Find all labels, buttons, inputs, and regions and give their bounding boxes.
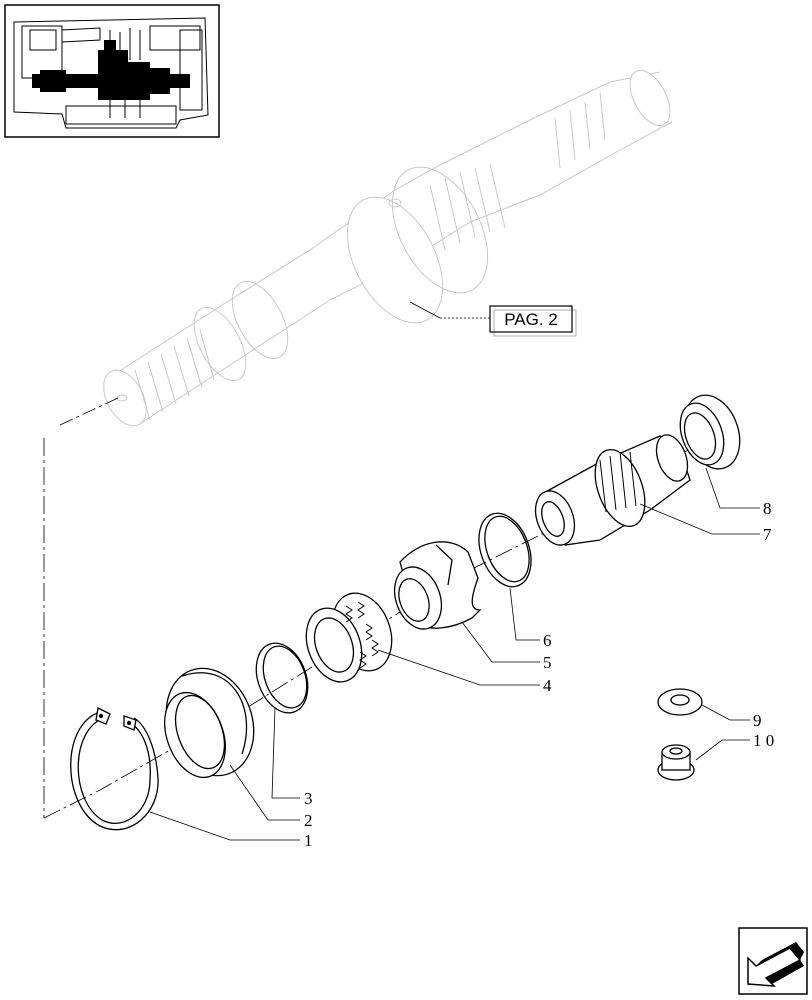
callout-6: 6 xyxy=(543,631,552,650)
callout-numbers: 1 2 3 4 5 6 7 8 9 1 0 xyxy=(304,499,774,850)
part-1-circlip[interactable] xyxy=(70,707,159,831)
callout-4: 4 xyxy=(543,676,552,695)
part-3-o-ring[interactable] xyxy=(247,636,317,720)
page-reference-label: PAG. 2 xyxy=(504,310,558,329)
part-6-o-ring[interactable] xyxy=(469,506,540,594)
part-4-spring-cage[interactable] xyxy=(297,585,402,690)
part-8-bearing[interactable] xyxy=(672,387,749,476)
callout-1: 1 xyxy=(304,831,313,850)
leader-lines xyxy=(149,467,760,841)
callout-8: 8 xyxy=(763,499,772,518)
part-9-washer[interactable] xyxy=(657,688,703,716)
callout-5: 5 xyxy=(543,653,552,672)
callout-10: 1 0 xyxy=(753,731,774,750)
callout-3: 3 xyxy=(304,789,313,808)
callout-7: 7 xyxy=(763,525,772,544)
part-2-ring[interactable] xyxy=(152,656,269,788)
part-5-sleeve[interactable] xyxy=(386,541,482,636)
next-page-arrow-icon[interactable] xyxy=(738,927,808,995)
part-10-plug[interactable] xyxy=(657,744,695,781)
callout-9: 9 xyxy=(753,711,762,730)
callout-2: 2 xyxy=(304,811,313,830)
part-7-gear-hub[interactable] xyxy=(529,431,694,551)
main-shaft-reference xyxy=(59,69,673,427)
page-reference-box[interactable]: PAG. 2 xyxy=(489,305,577,337)
assembly-location-thumbnail[interactable] xyxy=(4,4,220,138)
